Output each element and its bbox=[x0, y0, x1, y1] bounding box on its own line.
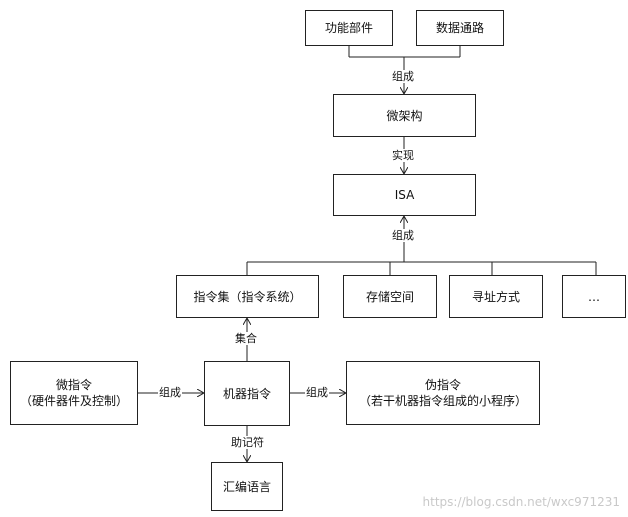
node-micro-instruction: 微指令 （硬件器件及控制） bbox=[10, 361, 138, 425]
edge-label-compose-micro-to-machine: 组成 bbox=[158, 386, 182, 399]
node-micro-instruction-line2: （硬件器件及控制） bbox=[19, 394, 128, 408]
node-storage-space-label: 存储空间 bbox=[365, 289, 414, 304]
edge-label-compose-micro-arch: 组成 bbox=[391, 70, 415, 83]
node-more: … bbox=[562, 275, 626, 318]
node-isa-label: ISA bbox=[394, 188, 415, 202]
node-functional-units: 功能部件 bbox=[305, 10, 393, 46]
node-assembly-language-label: 汇编语言 bbox=[222, 479, 271, 494]
node-datapath: 数据通路 bbox=[416, 10, 504, 46]
node-storage-space: 存储空间 bbox=[343, 275, 437, 318]
edge-label-collection: 集合 bbox=[234, 332, 258, 345]
node-instruction-set: 指令集（指令系统） bbox=[176, 275, 319, 318]
edge-label-compose-isa: 组成 bbox=[391, 229, 415, 242]
node-addressing-modes: 寻址方式 bbox=[449, 275, 543, 318]
node-machine-instruction: 机器指令 bbox=[204, 361, 290, 426]
node-datapath-label: 数据通路 bbox=[435, 21, 484, 35]
edge-label-compose-machine-to-pseudo: 组成 bbox=[305, 386, 329, 399]
node-addressing-modes-label: 寻址方式 bbox=[471, 289, 520, 304]
node-more-label: … bbox=[588, 289, 600, 304]
node-pseudo-instruction: 伪指令 （若干机器指令组成的小程序） bbox=[346, 361, 540, 425]
node-micro-instruction-line1: 微指令 bbox=[55, 378, 92, 392]
node-functional-units-label: 功能部件 bbox=[324, 21, 373, 35]
node-pseudo-instruction-line2: （若干机器指令组成的小程序） bbox=[358, 394, 527, 408]
node-pseudo-instruction-line1: 伪指令 bbox=[424, 378, 461, 392]
watermark-text: https://blog.csdn.net/wxc971231 bbox=[422, 495, 620, 509]
node-instruction-set-label: 指令集（指令系统） bbox=[193, 289, 302, 304]
edge-label-mnemonic: 助记符 bbox=[230, 436, 265, 449]
node-micro-architecture-label: 微架构 bbox=[386, 108, 423, 123]
node-assembly-language: 汇编语言 bbox=[211, 462, 283, 511]
node-isa: ISA bbox=[333, 174, 476, 216]
edge-label-implement: 实现 bbox=[391, 149, 415, 162]
node-micro-architecture: 微架构 bbox=[333, 94, 476, 137]
node-machine-instruction-label: 机器指令 bbox=[222, 386, 271, 401]
